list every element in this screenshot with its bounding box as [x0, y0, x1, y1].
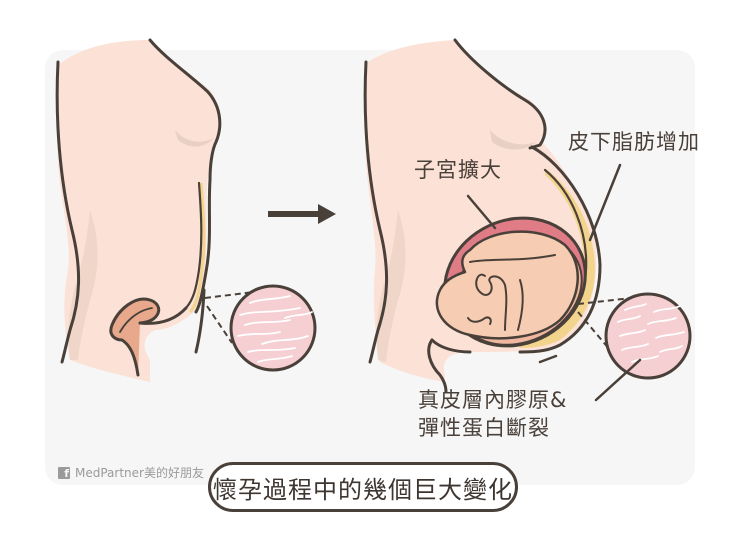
skin-magnifier-after	[577, 292, 692, 402]
diagram-title: 懷孕過程中的幾個巨大變化	[208, 462, 518, 512]
right-arrow-icon	[268, 204, 336, 224]
label-collagen-line1: 真皮層內膠原&	[418, 388, 568, 412]
torso-before	[55, 38, 222, 382]
title-text: 懷孕過程中的幾個巨大變化	[213, 475, 513, 504]
torso-after	[363, 38, 622, 394]
facebook-icon: f	[58, 466, 70, 480]
skin-magnifier-before	[204, 284, 317, 372]
label-uterus-enlarged: 子宮擴大	[414, 158, 502, 182]
label-collagen-line2: 彈性蛋白斷裂	[418, 416, 550, 440]
credit-text: MedPartner美的好朋友	[75, 466, 204, 480]
credit: f MedPartner美的好朋友	[58, 464, 204, 481]
label-subcutaneous-fat: 皮下脂肪增加	[568, 130, 700, 154]
